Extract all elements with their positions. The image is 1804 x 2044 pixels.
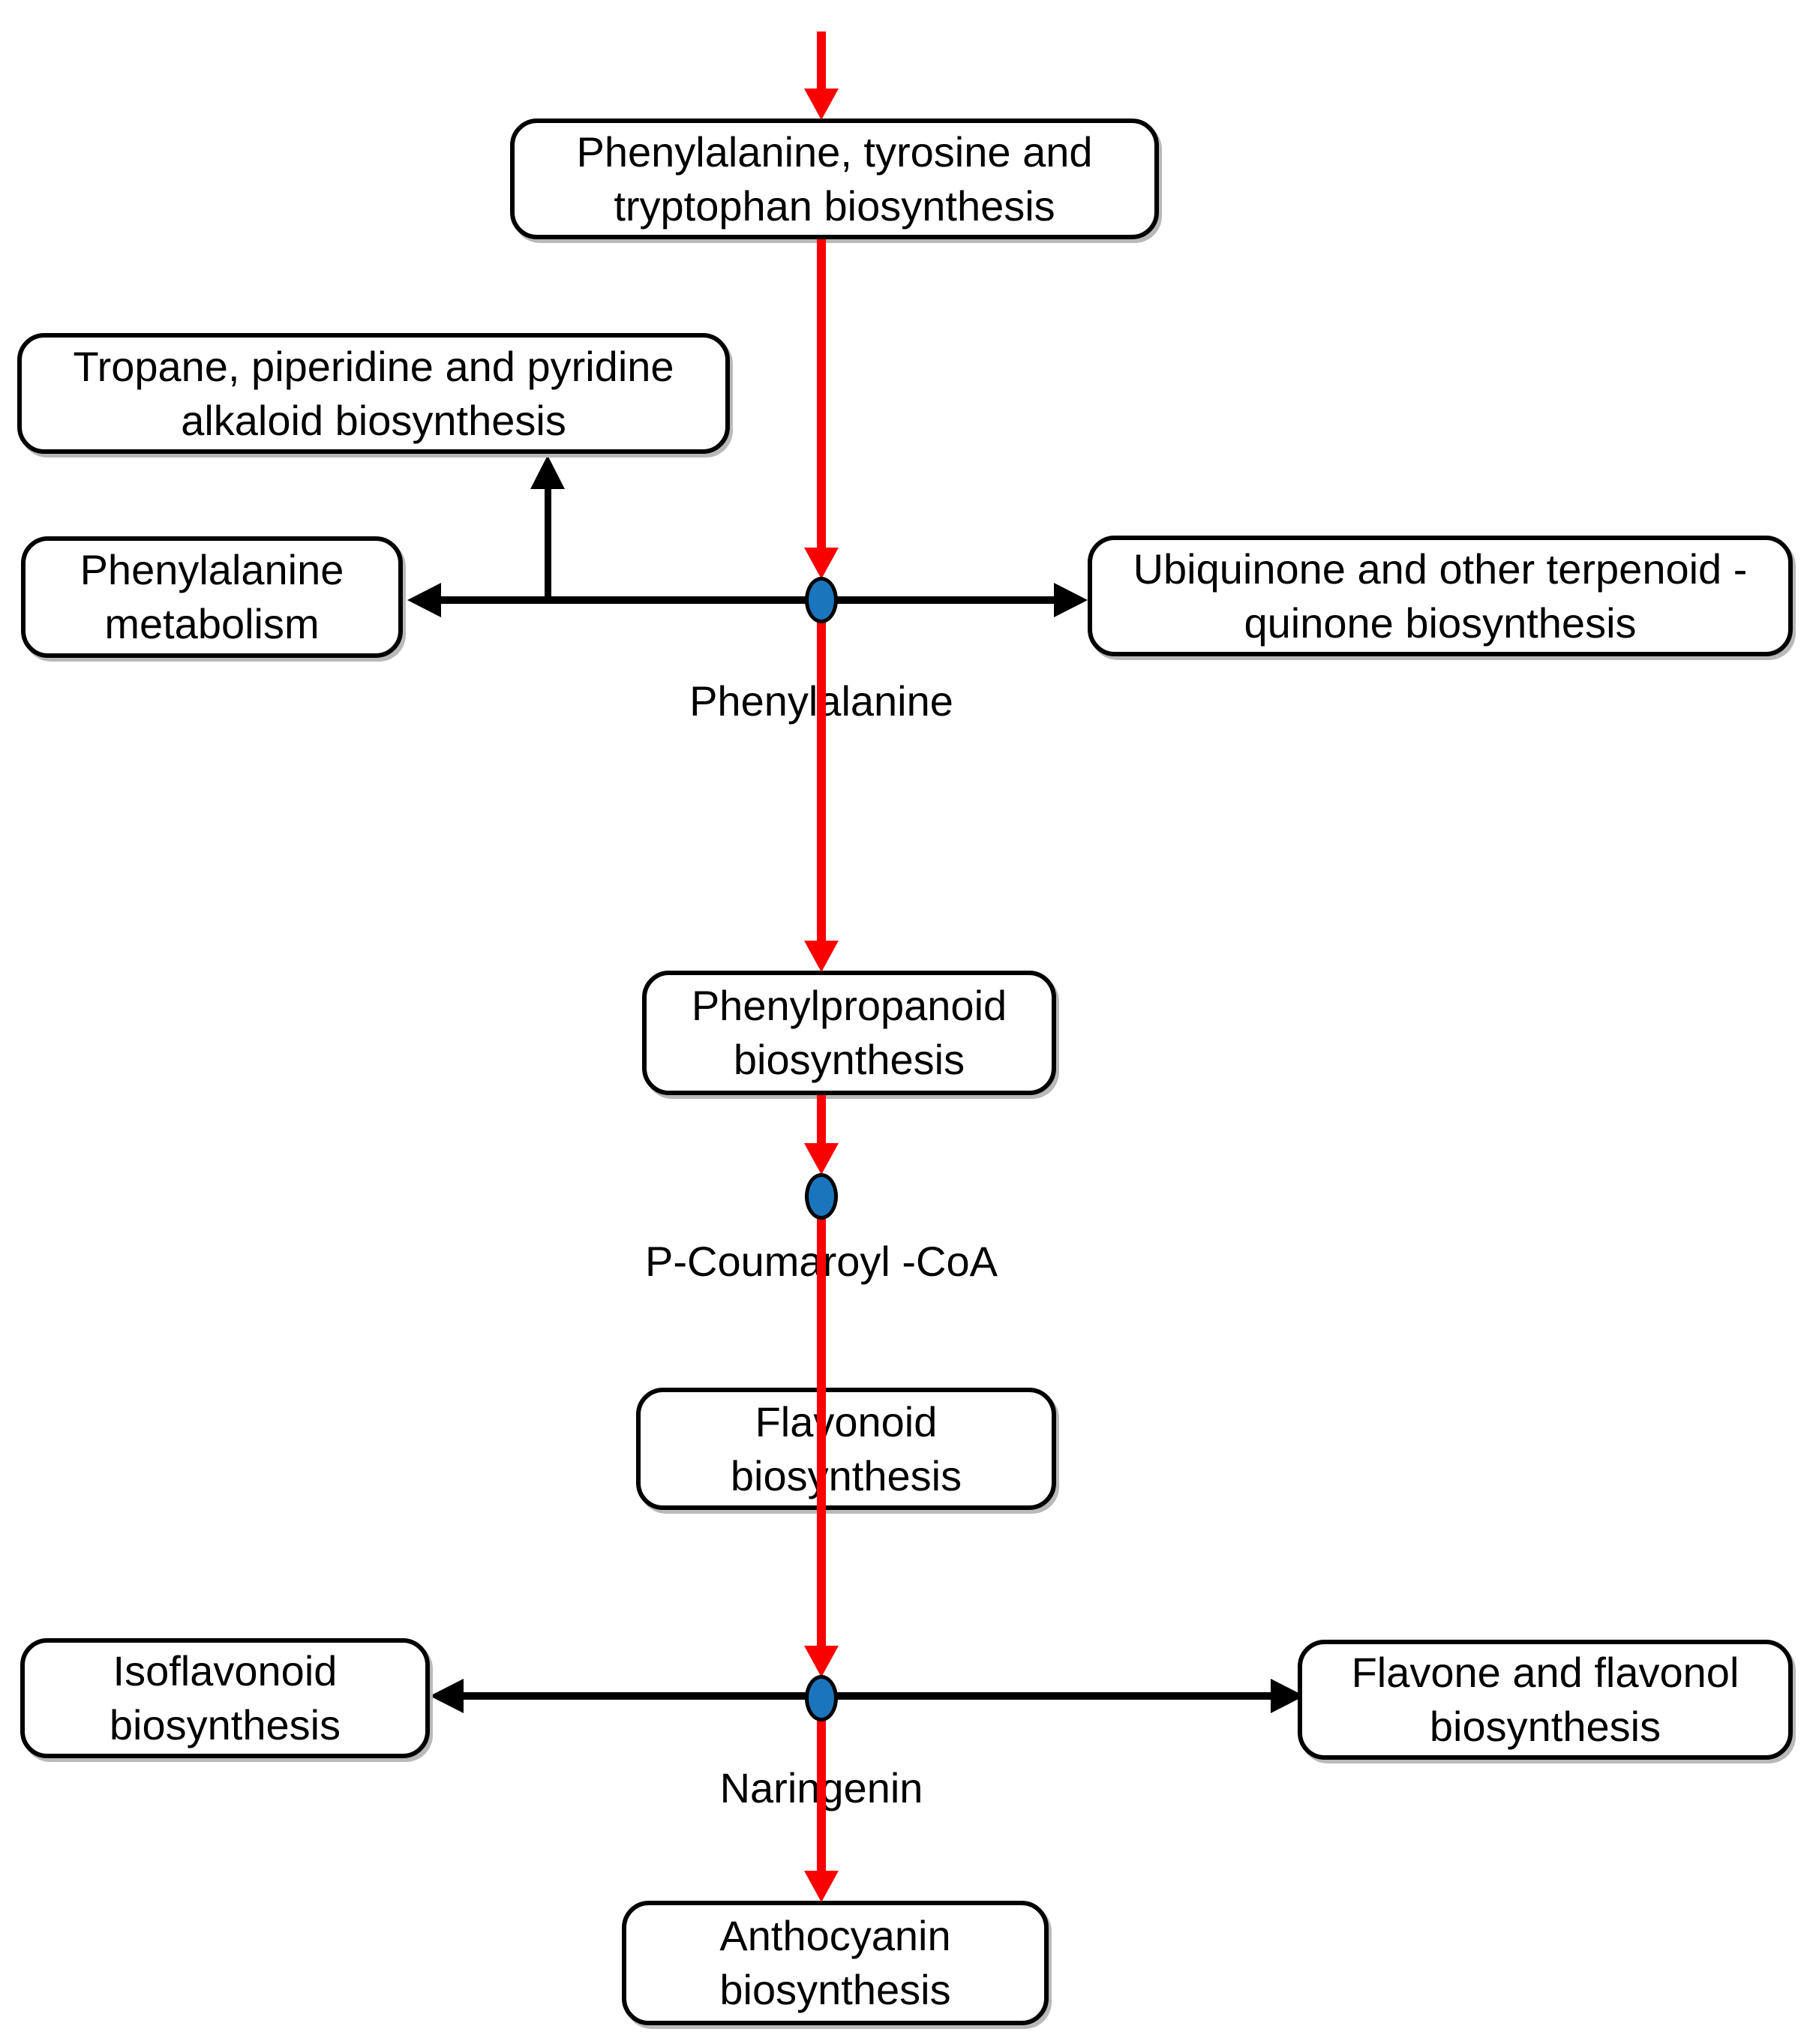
red-arrowhead-into-coumaroyl-node-icon bbox=[804, 1143, 839, 1175]
branch-line-phenylalanine-row bbox=[437, 596, 1055, 604]
pathway-box-label: Isoflavonoid biosynthesis bbox=[109, 1647, 341, 1748]
flow-line-to-phenylpropanoid bbox=[817, 600, 826, 944]
pathway-box-phe-tyr-trp-biosynthesis: Phenylalanine, tyrosine and tryptophan b… bbox=[510, 119, 1159, 239]
black-arrowhead-into-phe-metabolism-icon bbox=[407, 583, 441, 617]
black-arrowhead-into-ubiquinone-icon bbox=[1054, 583, 1088, 617]
flow-line-to-coumaroyl-node bbox=[817, 1095, 826, 1151]
branch-line-to-tropane bbox=[545, 488, 551, 600]
pathway-box-ubiquinone-terpenoid-quinone-biosynthesis: Ubiquinone and other terpenoid - quinone… bbox=[1088, 536, 1793, 656]
pathway-box-phenylpropanoid-biosynthesis: Phenylpropanoid biosynthesis bbox=[642, 971, 1056, 1095]
pathway-box-label: Flavonoid biosynthesis bbox=[730, 1397, 962, 1499]
branch-line-naringenin-row bbox=[462, 1692, 1271, 1700]
pathway-box-label: Flavone and flavonol biosynthesis bbox=[1351, 1649, 1739, 1750]
pathway-box-label: Anthocyanin biosynthesis bbox=[719, 1912, 951, 2013]
pathway-box-phenylalanine-metabolism: Phenylalanine metabolism bbox=[21, 536, 403, 658]
pathway-box-label: Phenylpropanoid biosynthesis bbox=[691, 982, 1007, 1083]
pathway-box-tropane-alkaloid-biosynthesis: Tropane, piperidine and pyridine alkaloi… bbox=[17, 333, 730, 454]
pathway-box-flavonoid-biosynthesis: Flavonoid biosynthesis bbox=[636, 1388, 1056, 1510]
red-arrowhead-into-phe-tyr-trp-icon bbox=[804, 89, 839, 120]
pathway-box-label: Tropane, piperidine and pyridine alkaloi… bbox=[73, 342, 674, 444]
metabolite-node-phenylalanine bbox=[805, 577, 838, 623]
red-arrowhead-into-anthocyanin-icon bbox=[804, 1871, 839, 1902]
red-arrowhead-into-phenylalanine-node-icon bbox=[804, 548, 839, 579]
pathway-box-label: Phenylalanine metabolism bbox=[80, 546, 344, 647]
red-arrowhead-into-phenylpropanoid-icon bbox=[804, 941, 839, 972]
pathway-box-isoflavonoid-biosynthesis: Isoflavonoid biosynthesis bbox=[20, 1638, 430, 1758]
pathway-box-anthocyanin-biosynthesis: Anthocyanin biosynthesis bbox=[622, 1901, 1049, 2025]
flow-line-to-anthocyanin bbox=[817, 1698, 826, 1874]
red-arrowhead-into-naringenin-node-icon bbox=[804, 1646, 839, 1677]
flow-line-to-naringenin-node bbox=[817, 1196, 826, 1652]
black-arrowhead-into-isoflavonoid-icon bbox=[430, 1679, 464, 1713]
pathway-box-flavone-flavonol-biosynthesis: Flavone and flavonol biosynthesis bbox=[1298, 1640, 1793, 1760]
black-arrowhead-into-tropane-icon bbox=[530, 455, 565, 489]
pathway-box-label: Ubiquinone and other terpenoid - quinone… bbox=[1133, 545, 1748, 647]
flow-line-to-phenylalanine-node bbox=[817, 239, 826, 555]
metabolite-node-naringenin bbox=[805, 1675, 838, 1721]
pathway-box-label: Phenylalanine, tyrosine and tryptophan b… bbox=[576, 128, 1093, 230]
flow-line-top bbox=[817, 32, 826, 95]
metabolite-node-p-coumaroyl-coa bbox=[805, 1173, 838, 1220]
